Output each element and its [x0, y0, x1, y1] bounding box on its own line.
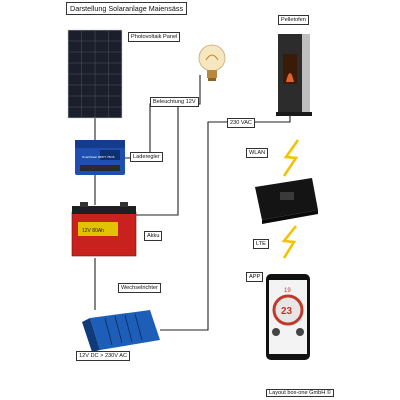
label-lte: LTE: [253, 239, 269, 249]
phone-set: 19: [284, 288, 291, 294]
label-battery: Akku: [144, 231, 163, 241]
smartphone: 23 19: [266, 274, 310, 360]
label-stove: Pelletofen: [278, 15, 309, 25]
label-controller: Laderegler: [130, 152, 163, 162]
label-ac: 230 VAC: [227, 118, 255, 128]
footer-credit: Layout box-one GmbH ©: [266, 389, 334, 397]
label-inverter: Wechselrichter: [118, 283, 161, 293]
wire-lighting: [125, 75, 201, 159]
label-app: APP: [246, 272, 264, 282]
charge-controller: SmartSolar MPPT 75/15: [75, 140, 125, 175]
wire-battery-side: [135, 104, 179, 216]
solar-panel: [67, 29, 123, 119]
battery: 12V 80Ah: [71, 202, 137, 257]
lte-signal-icon: [281, 225, 298, 259]
controller-text: SmartSolar MPPT 75/15: [82, 155, 115, 159]
label-lighting: Beleuchtung 12V: [150, 97, 199, 107]
battery-text: 12V 80Ah: [82, 228, 104, 234]
wlan-signal-icon: [282, 139, 300, 177]
inverter: [82, 310, 160, 352]
label-wlan: WLAN: [246, 148, 269, 158]
label-panel: Photovoltaik Panel: [128, 32, 181, 42]
diagram-title: Darstellung Solaranlage Maiensäss: [66, 2, 188, 15]
lte-router: [255, 178, 318, 224]
wire-inverter-stove: [160, 113, 291, 331]
label-conversion: 12V DC > 230V AC: [76, 351, 131, 361]
light-bulb-icon: [198, 44, 226, 81]
pellet-stove: [276, 34, 312, 116]
phone-temp: 23: [281, 306, 293, 317]
